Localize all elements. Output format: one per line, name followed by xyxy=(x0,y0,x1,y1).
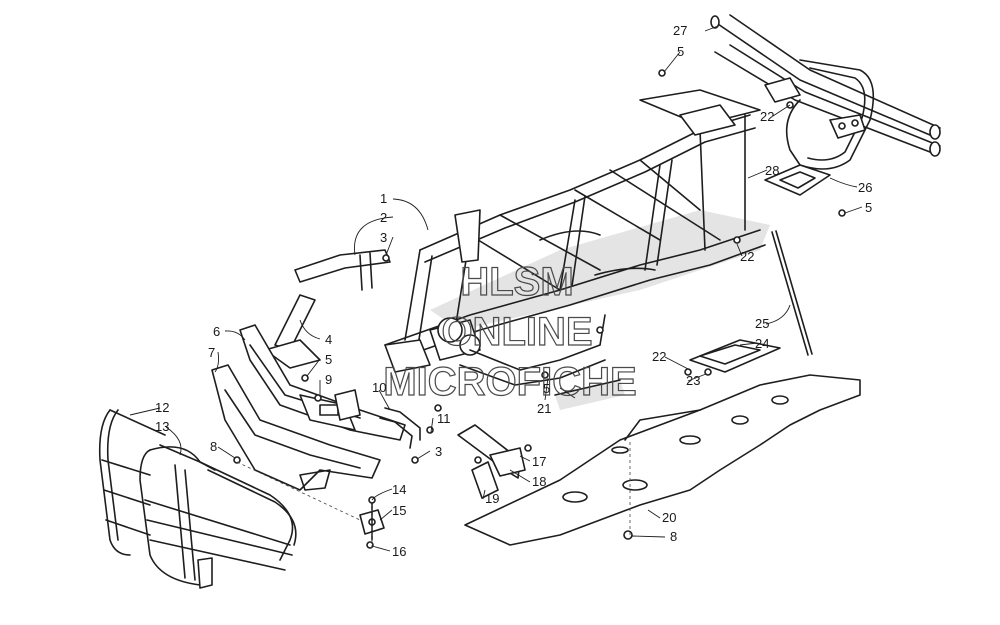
watermark-line-2: ONLINE xyxy=(441,310,592,354)
footrest-plate-24 xyxy=(689,339,781,373)
rear-grab-bar xyxy=(710,14,941,196)
callout-25: 25 xyxy=(755,316,769,331)
callout-21: 21 xyxy=(537,401,551,416)
callout-5: 5 xyxy=(325,352,332,367)
rod-25 xyxy=(771,230,813,356)
callout-4: 4 xyxy=(325,332,332,347)
callout-labels: 1 2 3 3 4 5 5 5 5 6 7 8 8 9 10 11 12 13 … xyxy=(155,23,872,559)
callout-13: 13 xyxy=(155,419,169,434)
callout-6: 6 xyxy=(213,324,220,339)
mount-18 xyxy=(457,424,526,479)
callout-8: 8 xyxy=(670,529,677,544)
callout-22: 22 xyxy=(740,249,754,264)
callout-5: 5 xyxy=(543,381,550,396)
callout-22: 22 xyxy=(760,109,774,124)
brush-guard xyxy=(98,409,297,589)
callout-17: 17 xyxy=(532,454,546,469)
callout-10: 10 xyxy=(372,380,386,395)
front-skid-plate-7 xyxy=(211,364,381,491)
callout-15: 15 xyxy=(392,503,406,518)
callout-18: 18 xyxy=(532,474,546,489)
callout-5: 5 xyxy=(677,44,684,59)
bracket-19 xyxy=(471,461,499,499)
callout-5: 5 xyxy=(865,200,872,215)
watermark-line-1: HLSM xyxy=(460,260,573,304)
callout-16: 16 xyxy=(392,544,406,559)
watermark-line-3: MICROFICHE xyxy=(383,360,636,404)
callout-2: 2 xyxy=(380,210,387,225)
main-frame xyxy=(384,89,770,386)
skid-plate-20 xyxy=(464,374,861,546)
callout-20: 20 xyxy=(662,510,676,525)
callout-8: 8 xyxy=(210,439,217,454)
callout-23: 23 xyxy=(686,373,700,388)
reference-lines xyxy=(236,440,631,548)
callout-24: 24 xyxy=(755,336,769,351)
callout-26: 26 xyxy=(858,180,872,195)
leader-lines xyxy=(129,25,863,552)
bar-21 xyxy=(554,379,625,410)
callout-3: 3 xyxy=(435,444,442,459)
front-mount-4 xyxy=(264,294,321,369)
callout-7: 7 xyxy=(208,345,215,360)
callout-11: 11 xyxy=(437,411,451,426)
callout-14: 14 xyxy=(392,482,406,497)
front-bracket-2 xyxy=(294,249,391,291)
front-bumper-6 xyxy=(239,324,406,441)
callout-19: 19 xyxy=(485,491,499,506)
callout-12: 12 xyxy=(155,400,169,415)
callout-3: 3 xyxy=(380,230,387,245)
callout-1: 1 xyxy=(380,191,387,206)
callout-27: 27 xyxy=(673,23,687,38)
tow-bracket-10 xyxy=(334,389,421,449)
callout-28: 28 xyxy=(765,163,779,178)
watermark: HLSM ONLINE MICROFICHE xyxy=(383,259,638,404)
callout-9: 9 xyxy=(325,372,332,387)
callout-22: 22 xyxy=(652,349,666,364)
